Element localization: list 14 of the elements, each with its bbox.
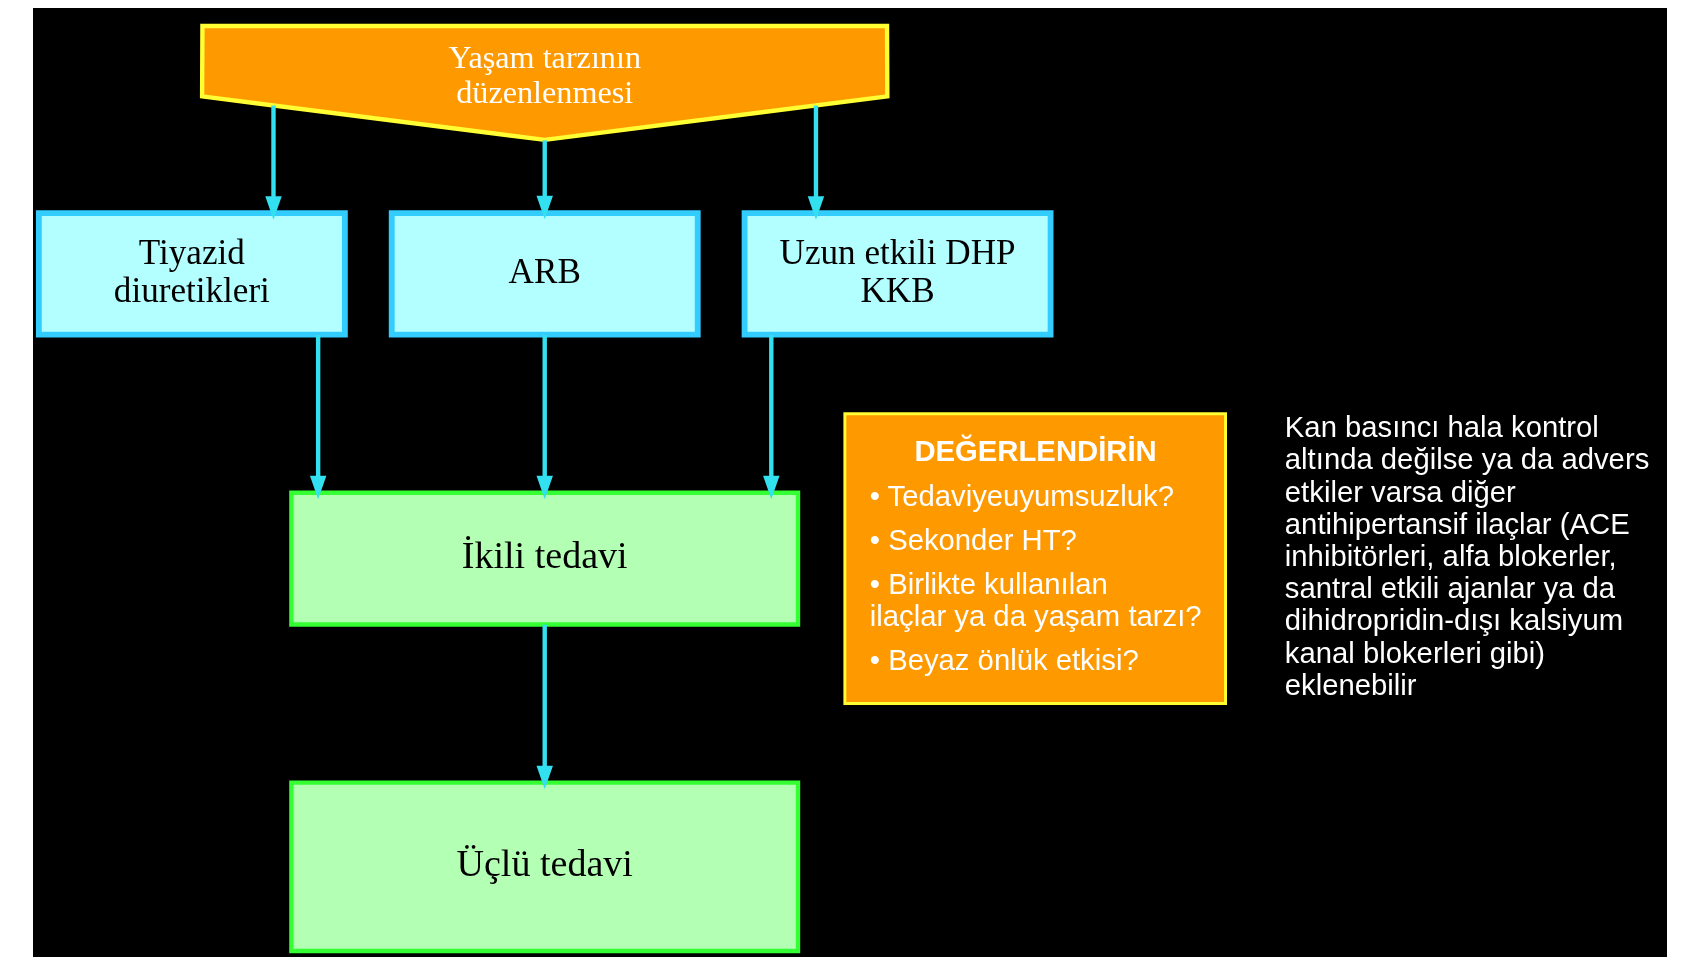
node-box: ARB: [388, 210, 701, 338]
arrow: [264, 105, 282, 220]
node-box: İkili tedavi: [288, 490, 800, 627]
arrow: [536, 334, 553, 500]
label: Kan basıncı hala kontrol altında değilse ya da advers etkiler varsa diğer antihipertansif ilaçlar (ACE inhibitörleri, alfa blokerler, santral etkili ajanlar ya da dihidropridin-dışı kalsiyum kanal blokerleri gibi) eklenebilir: [1284, 410, 1649, 701]
node-box: Tiyazid diuretikleri: [35, 210, 348, 338]
arrow: [536, 140, 553, 220]
arrow: [536, 624, 553, 790]
node-box: Üçlü tedavi: [288, 780, 800, 954]
arrow: [807, 105, 824, 220]
node-box: Uzun etkili DHP KKB: [741, 210, 1053, 338]
arrow: [309, 334, 326, 500]
arrow: [762, 334, 780, 500]
node-box: DEĞERLENDİRİN • Tedaviyeuyumsuzluk? • Sekonder HT? • Birlikte kullanılan ilaçlar ya da yaşam tarzı? • Beyaz önlük etkisi?: [842, 412, 1227, 706]
